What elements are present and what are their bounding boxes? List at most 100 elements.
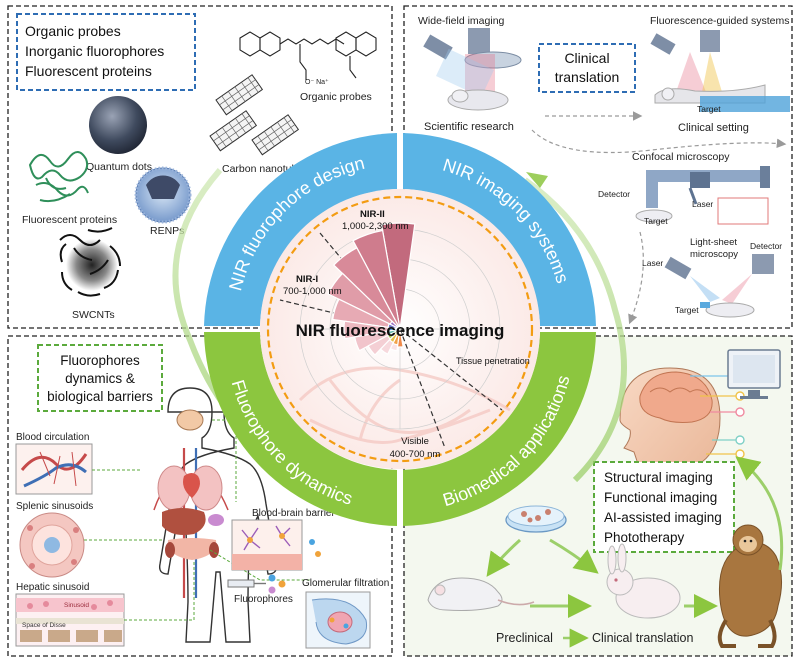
label-light-sheet-0: Light-sheet [690, 237, 737, 248]
swcnt-icon [59, 227, 121, 297]
applications-box-item-1: Functional imaging [604, 490, 717, 505]
applications-quadrant: Structural imaging Functional imaging AI… [427, 349, 784, 648]
design-quadrant: Organic probes Inorganic fluorophores Fl… [16, 13, 377, 321]
design-box-item-1: Inorganic fluorophores [25, 43, 164, 59]
human-head-icon [619, 367, 721, 487]
systems-quadrant: Wide-field imaging Scientific research C… [418, 15, 790, 318]
label-scientific-research: Scientific research [424, 121, 514, 133]
central-orange-ring [266, 195, 534, 463]
label-quantum-dots: Quantum dots [86, 161, 152, 173]
label-target-1: Target [697, 104, 721, 114]
hepatic-sinusoid-icon [15, 593, 125, 647]
quantum-dot-icon [89, 96, 147, 154]
dye-counter-ion: O⁻ Na⁺ [305, 78, 329, 86]
monkey-icon [717, 524, 782, 648]
spectrum-wedge [327, 272, 401, 330]
blood-vessel-network-icon [15, 443, 93, 495]
glomerulus-icon [305, 591, 371, 649]
rabbit-icon [606, 543, 681, 619]
mouse-icon [427, 577, 535, 611]
spectrum-wedges [327, 222, 416, 356]
visible-range: 400-700 nm [390, 449, 441, 460]
right-flow-arrow [523, 177, 627, 483]
nir2-title: NIR-II [360, 209, 385, 220]
label-clinical-translation: Clinical translation [592, 631, 693, 645]
dynamics-box [37, 344, 163, 412]
ring-segment-top-right [403, 133, 596, 326]
computer-monitor-icon [727, 349, 781, 399]
label-blood-circulation: Blood circulation [16, 432, 89, 443]
label-space-of-disse: Space of Disse [22, 622, 66, 629]
label-target-2: Target [644, 216, 668, 226]
carbon-nanotube-icon [209, 74, 300, 156]
dynamics-quadrant: Fluorophores dynamics & biological barri… [15, 344, 389, 649]
right-flow-arrow-head [526, 172, 548, 188]
applications-box-item-0: Structural imaging [604, 470, 713, 485]
label-target-3: Target [675, 305, 699, 315]
label-glomerular: Glomerular filtration [302, 578, 389, 589]
dynamics-box-line-0: Fluorophores [60, 353, 140, 368]
syringe-icon [227, 579, 266, 588]
fluorescent-protein-icon [28, 151, 89, 203]
nir1-title: NIR-I [296, 274, 318, 285]
spectrum-wedge [389, 320, 401, 330]
fluorophore-dots-icon [268, 574, 286, 594]
organic-dye-structure-icon [239, 31, 377, 80]
ring-segment-top-left [204, 133, 397, 326]
petri-dish-icon [505, 505, 567, 533]
preclinical-flow-arrows [486, 456, 784, 618]
dynamics-box-line-1: dynamics & [65, 371, 135, 386]
blood-brain-barrier-icon [231, 519, 321, 571]
design-box [16, 13, 196, 91]
label-detector-2: Detector [750, 241, 782, 251]
renp-icon [134, 166, 192, 224]
label-renps: RENPs [150, 225, 184, 237]
spectrum-wedge [352, 229, 401, 330]
design-box-item-0: Organic probes [25, 23, 121, 39]
spectrum-wedge [332, 246, 401, 330]
label-laser-2: Laser [642, 258, 663, 268]
label-confocal: Confocal microscopy [632, 151, 730, 163]
spectrum-wedge [386, 328, 401, 336]
spectrum-wedge [386, 328, 401, 340]
ring-segment-bottom-right [403, 332, 596, 526]
label-bbb: Blood-brain barrier [252, 508, 335, 519]
wide-field-setup-icon [423, 28, 522, 111]
nir1-range: 700-1,000 nm [283, 286, 342, 297]
label-detector-1: Detector [598, 189, 630, 199]
dynamics-box-line-2: biological barriers [47, 389, 153, 404]
systems-box-line-1: translation [555, 69, 620, 85]
label-light-sheet-1: microscopy [690, 249, 738, 260]
dynamics-connectors [84, 419, 310, 621]
label-organic-probes: Organic probes [300, 91, 372, 103]
visible-title: Visible [401, 436, 429, 447]
splenic-sinusoid-icon [19, 512, 85, 578]
spectrum-wedge [343, 320, 401, 340]
label-swcnts: SWCNTs [72, 309, 115, 321]
label-carbon-nanotube: Carbon nanotube [222, 163, 303, 175]
label-fluorescent-proteins: Fluorescent proteins [22, 214, 117, 226]
nir2-range: 1,000-2,300 nm [342, 221, 409, 232]
label-fluorescence-guided: Fluorescence-guided systems [650, 15, 789, 27]
arrow-to-confocal [531, 129, 787, 154]
light-sheet-setup-icon [664, 254, 774, 318]
systems-box-line-0: Clinical [564, 50, 609, 66]
label-hepatic-sinusoid: Hepatic sinusoid [16, 582, 89, 593]
tissue-penetration-label: Tissue penetration [456, 356, 530, 366]
label-sinusoid: Sinusoid [64, 602, 89, 609]
design-box-item-2: Fluorescent proteins [25, 63, 152, 79]
ring-segment-bottom-left [204, 332, 397, 526]
label-clinical-setting: Clinical setting [678, 122, 749, 134]
applications-box-item-3: Phototherapy [604, 530, 685, 545]
applications-box [593, 461, 735, 553]
center-title: NIR fluorescence imaging [296, 321, 505, 340]
arrow-systems-to-applications [628, 231, 644, 325]
label-fluorophores: Fluorophores [234, 594, 293, 605]
spectrum-wedge [396, 328, 404, 348]
applications-box-item-2: AI-assisted imaging [604, 510, 722, 525]
label-preclinical: Preclinical [496, 631, 553, 645]
label-splenic-sinusoids: Splenic sinusoids [16, 501, 93, 512]
spectrum-wedge [380, 222, 416, 330]
confocal-setup-icon [635, 166, 770, 225]
